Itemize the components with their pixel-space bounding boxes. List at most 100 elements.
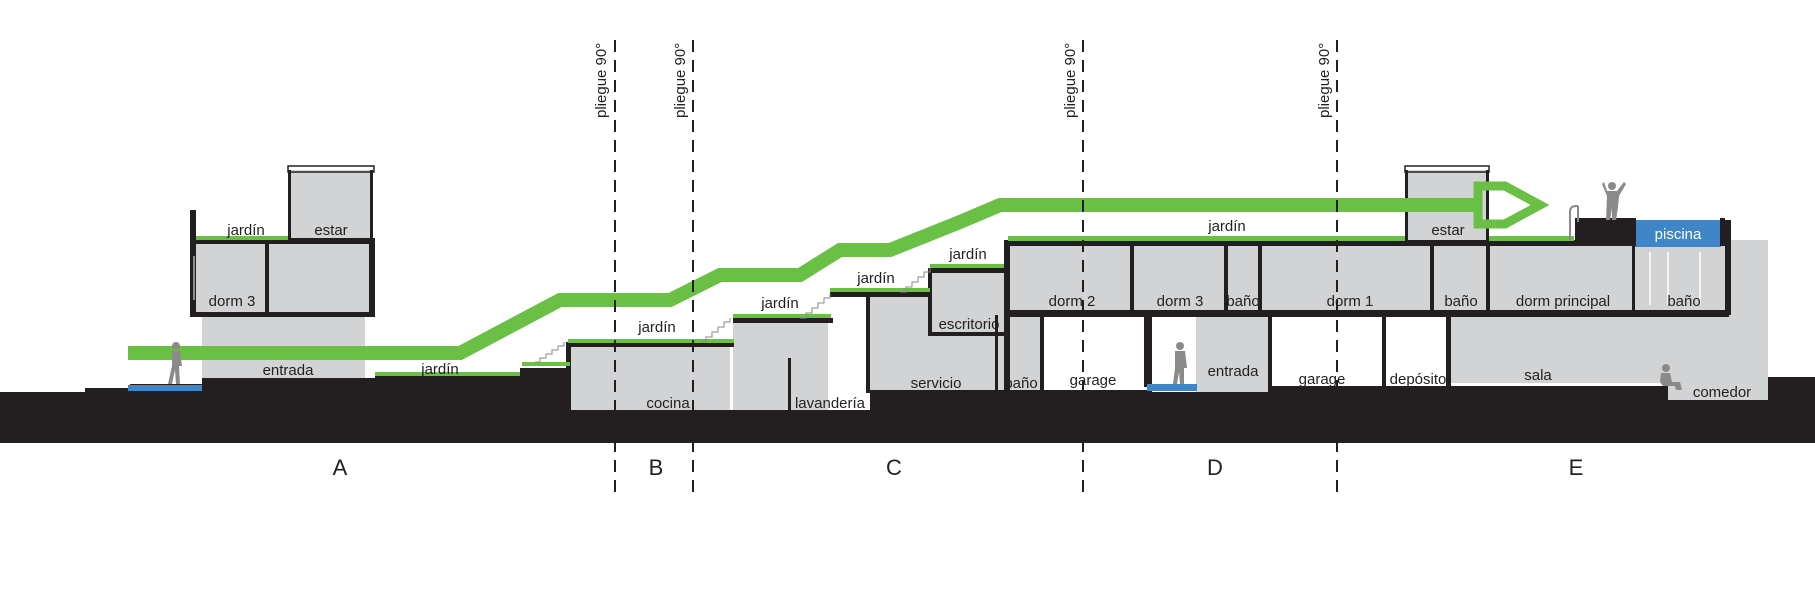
stair-3 [800, 293, 831, 319]
estar-wall-left-a [288, 170, 291, 242]
stair-1 [535, 342, 565, 363]
section-label-b: B [649, 455, 664, 480]
person-figure-pool-icon [1602, 182, 1626, 220]
slab-escritorio [928, 268, 1008, 273]
label-jardin-roof: jardín [1207, 218, 1246, 235]
label-estar-a: estar [314, 222, 347, 239]
pool-deck [1575, 218, 1635, 242]
person-seated-sala-icon [1660, 364, 1682, 390]
jardin-green-roof-2 [1489, 236, 1574, 241]
wall-servicio [866, 295, 870, 393]
wall-bano-c [995, 315, 998, 391]
wall-right-a [369, 238, 375, 316]
wall-dorm1-bano [1430, 244, 1434, 312]
building-bc: jardín jardín jardín jardín cocina lavan… [522, 246, 1044, 412]
label-bano-e2: baño [1667, 293, 1700, 310]
estar-room-a [290, 170, 372, 240]
label-lavanderia: lavandería [795, 395, 866, 412]
label-jardin-c2: jardín [856, 270, 895, 287]
slab-upper-a [190, 238, 375, 244]
ground-terrain [0, 368, 1815, 443]
wall-lavanderia [788, 358, 791, 410]
wall-mid-a [265, 244, 269, 314]
wall-main-left [1004, 240, 1010, 390]
label-garage-c: garage [1070, 372, 1117, 389]
cocina-room [570, 345, 730, 410]
slab-lavanderia [733, 318, 833, 323]
green-path-line [128, 198, 1480, 360]
floor-escritorio [928, 332, 1004, 336]
sala-room [1450, 315, 1670, 383]
stair-4 [900, 268, 931, 293]
estar-roof-a [287, 165, 375, 173]
label-bano-e1: baño [1444, 293, 1477, 310]
wall-bano-right [1040, 315, 1044, 391]
window-bano-e [1649, 252, 1701, 305]
label-piscina: piscina [1655, 226, 1702, 243]
pool-wall-right [1720, 218, 1725, 246]
jardin-green-c2 [830, 288, 930, 292]
entrada-room-a [202, 310, 365, 378]
label-bano-c: baño [1004, 375, 1037, 392]
estar-wall-right-e [1486, 170, 1489, 242]
label-dorm3-a: dorm 3 [209, 293, 256, 310]
wall-garage-right [1382, 315, 1386, 387]
estar-roof-e [1404, 165, 1490, 173]
entrada-room-d [1196, 315, 1271, 393]
fold-lines: pliegue 90° pliegue 90° pliegue 90° plie… [593, 40, 1338, 494]
section-label-a: A [333, 455, 348, 480]
section-label-d: D [1207, 455, 1223, 480]
garage-d [1272, 315, 1382, 387]
deposito [1386, 315, 1446, 387]
jardin-green-a [196, 236, 288, 240]
label-servicio: servicio [911, 375, 962, 392]
wall-dorm2-3 [1130, 244, 1134, 312]
wall-deposito-right [1446, 315, 1451, 387]
jardin-green-step [522, 362, 570, 366]
wall-bano-dorm-principal [1486, 244, 1490, 312]
section-labels: A B C D E [333, 455, 1584, 480]
label-entrada-a: entrada [263, 362, 315, 379]
wall-bano-dorm1 [1258, 244, 1262, 312]
section-label-e: E [1569, 455, 1584, 480]
label-dorm1: dorm 1 [1327, 293, 1374, 310]
wall-left-a [190, 210, 196, 314]
jardin-green-a-ground [375, 372, 520, 376]
label-jardin-ground: jardín [420, 361, 459, 378]
terrace-a [375, 374, 520, 382]
label-jardin-b: jardín [637, 319, 676, 336]
dorm3-room-a [190, 240, 373, 315]
label-cocina: cocina [646, 395, 690, 412]
person-figure-a-icon [168, 342, 182, 384]
fold-label-3: pliegue 90° [1062, 43, 1079, 118]
slab-lower-a [190, 312, 375, 317]
slab-main-floor [1004, 310, 1729, 317]
jardin-green-c3 [930, 264, 1008, 268]
comedor-room [1668, 240, 1768, 400]
label-garage-d: garage [1299, 371, 1346, 388]
building-a: jardín estar dorm 3 entrada [190, 165, 375, 379]
lavanderia-room [733, 322, 828, 410]
pool-wall-left [1632, 218, 1636, 246]
fold-label-1: pliegue 90° [593, 43, 610, 118]
label-dorm3-d: dorm 3 [1157, 293, 1204, 310]
label-bano-d: baño [1226, 293, 1259, 310]
water-strip-a [128, 385, 202, 391]
label-estar-e: estar [1431, 222, 1464, 239]
wall-garage-left [1144, 315, 1148, 387]
slab-main-roof [1004, 240, 1729, 246]
slab-servicio [830, 292, 930, 297]
label-dorm2: dorm 2 [1049, 293, 1096, 310]
jardin-green-c1 [733, 314, 831, 318]
wall-entrada-left [1148, 315, 1152, 393]
jardin-green-b [568, 339, 734, 343]
label-deposito: depósito [1390, 371, 1447, 388]
wall-dorm-principal-bano [1632, 244, 1635, 312]
label-entrada-d: entrada [1208, 363, 1260, 380]
wall-cocina-left [566, 342, 571, 412]
slab-cocina [568, 342, 734, 347]
wall-main-right [1725, 220, 1731, 315]
section-label-c: C [886, 455, 902, 480]
label-comedor: comedor [1693, 384, 1751, 401]
